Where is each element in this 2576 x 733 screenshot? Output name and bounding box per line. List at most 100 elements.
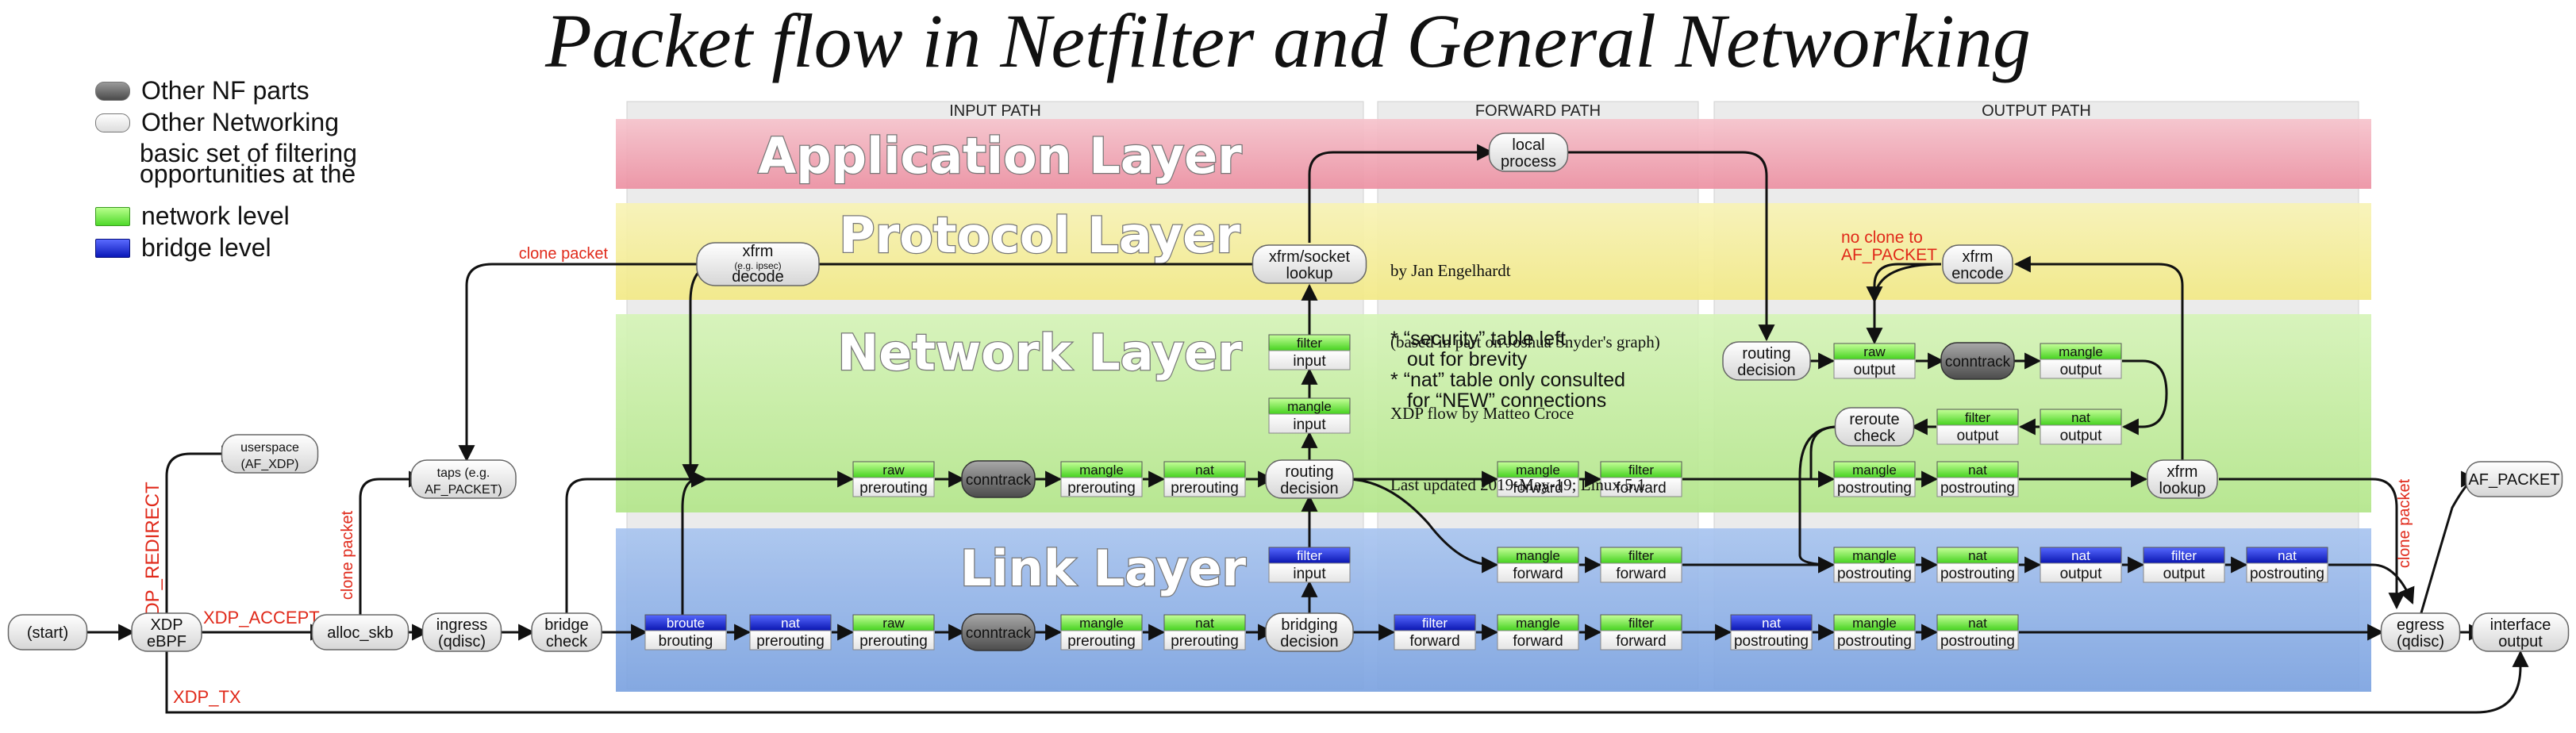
node-shape bbox=[131, 612, 202, 652]
hook-body bbox=[1268, 350, 1351, 370]
credits-line: XDP flow by Matteo Croce bbox=[1390, 404, 1574, 423]
conntrack-label: conntrack bbox=[1945, 354, 2011, 370]
hook-body bbox=[2246, 562, 2328, 583]
hook-body bbox=[1936, 562, 2019, 583]
hook-body bbox=[1060, 477, 1143, 497]
legend-networking-swatch bbox=[95, 113, 130, 132]
hook-body bbox=[1268, 413, 1351, 434]
node-shape bbox=[2147, 459, 2218, 499]
legend-other-networking-label: Other Networking bbox=[141, 108, 339, 136]
hook-chain-label: input bbox=[1293, 566, 1326, 582]
hook-chain-label: output bbox=[1854, 362, 1897, 378]
hook-body bbox=[2143, 562, 2225, 583]
edge-socket-to-local bbox=[1308, 144, 1494, 243]
hook-table-label: mangle bbox=[2059, 344, 2103, 359]
hook-chain-label: prerouting bbox=[756, 633, 825, 650]
node-label: routing bbox=[1742, 345, 1790, 363]
hook-body bbox=[644, 630, 727, 650]
hook-body bbox=[1833, 477, 1916, 497]
node-shape bbox=[1265, 612, 1354, 652]
edge-reroute-to-link-post bbox=[1798, 425, 1839, 574]
edge-routing-to-link-fwd bbox=[1345, 478, 1499, 574]
node-shape bbox=[2380, 612, 2461, 652]
hook-body bbox=[1833, 359, 1916, 379]
hook-chain-label: postrouting bbox=[1940, 633, 2015, 650]
hook-body bbox=[852, 477, 935, 497]
node-shape bbox=[1251, 244, 1367, 284]
hook-table-label: nat bbox=[1968, 548, 1987, 563]
node-shape bbox=[2471, 612, 2570, 652]
hook-table-label: filter bbox=[1422, 616, 1448, 631]
hook-body bbox=[1600, 630, 1682, 650]
conntrack-shape bbox=[1940, 342, 2015, 380]
hook-chain-label: postrouting bbox=[1837, 480, 1912, 497]
node-label: lookup bbox=[1286, 265, 1333, 282]
hook-chain-label: postrouting bbox=[1837, 633, 1912, 650]
node-label: check bbox=[546, 633, 588, 650]
node-shape bbox=[1488, 132, 1569, 172]
edge-label-clone-alloc: clone packet bbox=[339, 510, 356, 600]
edge-alloc-clone bbox=[359, 470, 426, 616]
protocol-layer-title: Protocol Layer bbox=[839, 206, 1240, 264]
hook-chain-label: postrouting bbox=[2250, 566, 2324, 582]
hook-table-label: nat bbox=[1968, 616, 1987, 631]
node-shape bbox=[1834, 407, 1915, 447]
hook-body bbox=[1394, 630, 1476, 650]
edge-label-no-clone-1: no clone to bbox=[1841, 228, 1923, 247]
node-xfrm-decode: xfrm(e.g. ipsec)decode bbox=[696, 242, 820, 286]
node-shape bbox=[696, 242, 820, 286]
hook-chain-label: output bbox=[2060, 362, 2103, 378]
edge-lookup-to-encode bbox=[2013, 255, 2184, 462]
node-label: process bbox=[1501, 153, 1556, 171]
node-label: decision bbox=[1280, 633, 1338, 650]
hook-body bbox=[1833, 630, 1916, 650]
node-shape bbox=[410, 459, 517, 499]
input-path-label: INPUT PATH bbox=[949, 102, 1041, 120]
hook-table-label: mangle bbox=[1516, 462, 1560, 478]
node-shape bbox=[1265, 459, 1354, 499]
node-label: decision bbox=[1280, 480, 1338, 497]
conntrack-label: conntrack bbox=[966, 625, 1032, 642]
edge-encode-to-raw-out bbox=[1866, 263, 1941, 345]
hook-table-label: nat bbox=[1195, 462, 1214, 478]
node-label: xfrm bbox=[2167, 463, 2198, 481]
hook-table-label: mangle bbox=[1852, 462, 1897, 478]
node-ingress: ingress(qdisc) bbox=[421, 612, 502, 652]
node-shape bbox=[221, 434, 319, 474]
node-shape bbox=[7, 614, 88, 650]
node-label: lookup bbox=[2159, 480, 2206, 497]
hook-table-label: filter bbox=[1297, 548, 1322, 563]
legend-network-swatch bbox=[95, 206, 130, 226]
hook-table-label: raw bbox=[1863, 344, 1886, 359]
node-label: decode bbox=[732, 268, 784, 286]
hook-table-label: filter bbox=[2171, 548, 2197, 563]
hook-chain-label: prerouting bbox=[859, 480, 928, 497]
node-alloc: alloc_skb bbox=[311, 614, 409, 650]
edge-egress-clone bbox=[2419, 470, 2478, 616]
edge-bridgecheck-to-network bbox=[565, 470, 709, 616]
node-n-raw-out: raw output bbox=[1833, 343, 1916, 379]
edge-xdp-tx bbox=[165, 649, 2529, 714]
hook-body bbox=[1936, 477, 2019, 497]
node-n-mangle-out: mangle output bbox=[2040, 343, 2122, 379]
hook-chain-label: output bbox=[2060, 428, 2103, 444]
node-label: eBPF bbox=[147, 633, 186, 650]
node-label: encode bbox=[1951, 265, 2004, 282]
